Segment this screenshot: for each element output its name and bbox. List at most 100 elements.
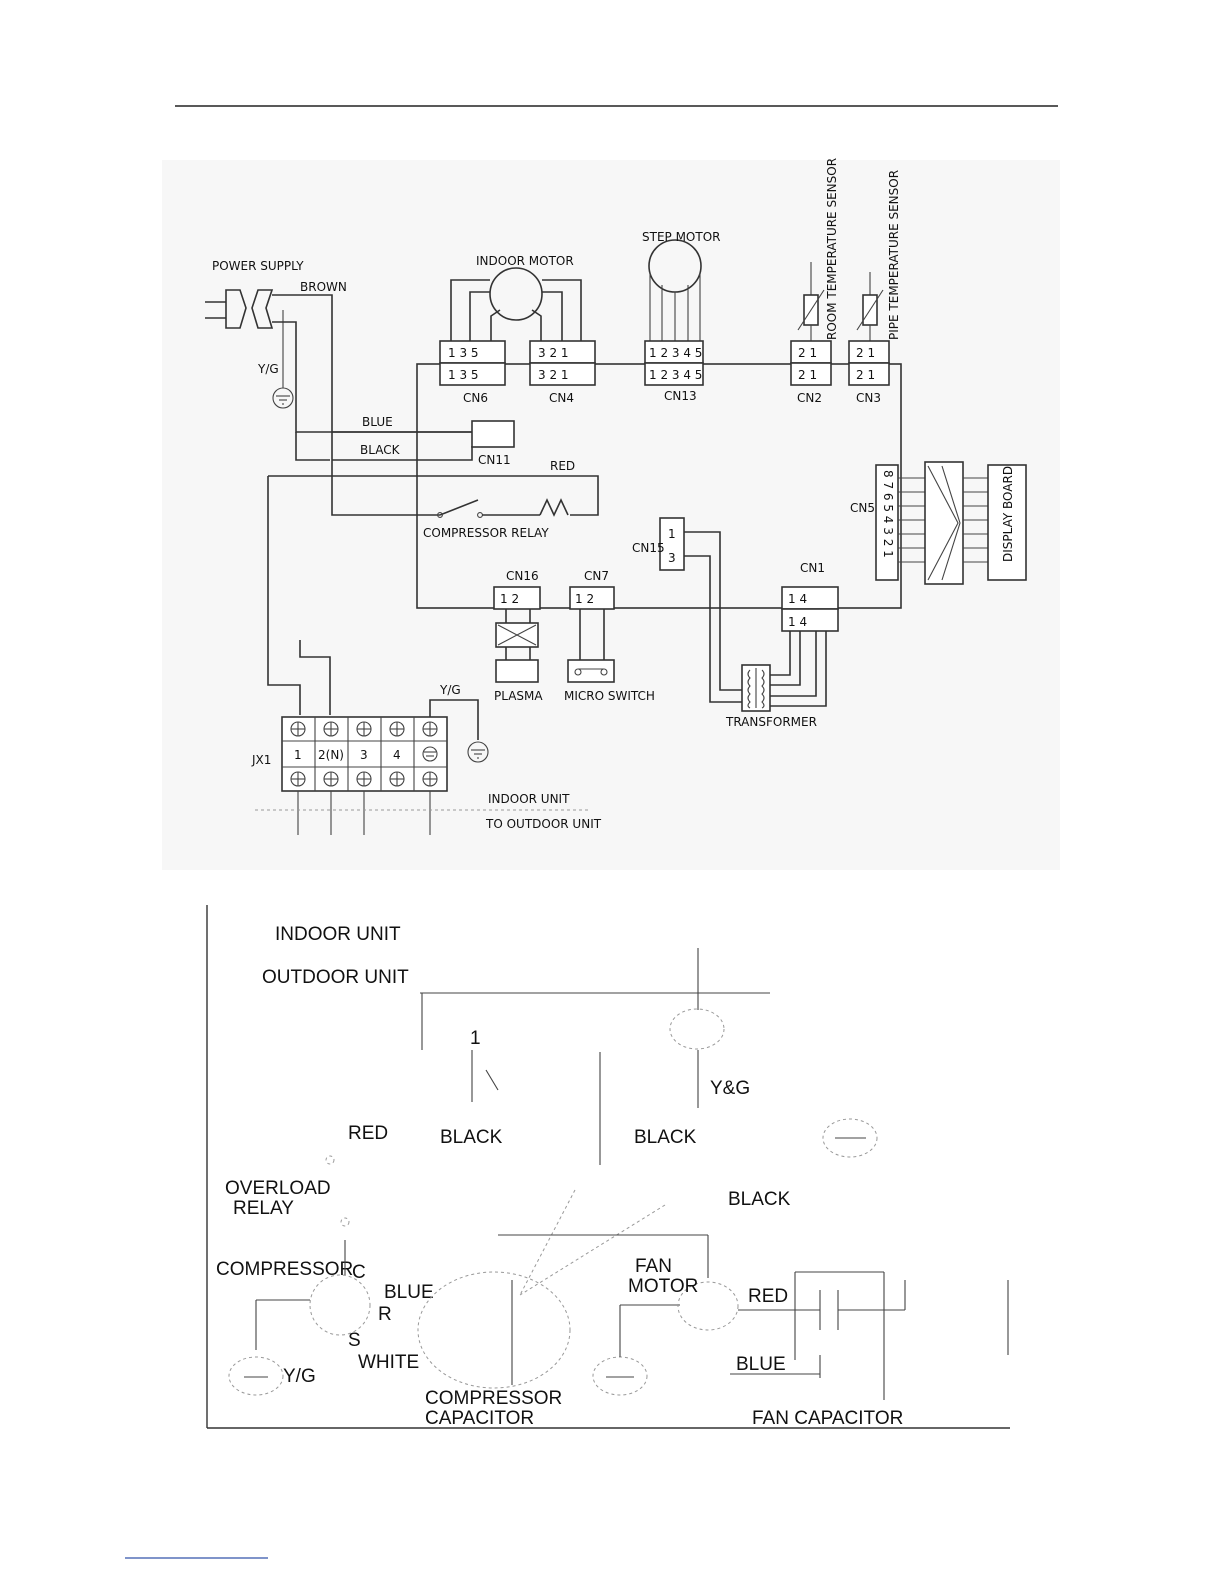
- cn4-label: CN4: [549, 391, 574, 405]
- cn2-pins-top: 2 1: [798, 346, 817, 360]
- indoor-motor-icon: [489, 267, 543, 321]
- cn4-pins-bottom: 3 2 1: [538, 368, 569, 382]
- cn7-pins: 1 2: [575, 592, 594, 606]
- brown-label: BROWN: [300, 280, 347, 294]
- yg-bottom-label: Y/G: [283, 1366, 316, 1387]
- cn7-connector: 1 2: [569, 586, 615, 610]
- cn2-pins-bottom: 2 1: [798, 368, 817, 382]
- cn15-pin-1: 1: [668, 527, 676, 541]
- cn2-connector: 2 1 2 1: [790, 340, 832, 386]
- power-supply-label: POWER SUPPLY: [212, 259, 304, 273]
- blue-fan-wire-label: BLUE: [736, 1354, 786, 1375]
- terminal-number-1: 1: [470, 1028, 481, 1049]
- micro-switch: [567, 659, 615, 683]
- compressor-c-terminal: C: [352, 1262, 366, 1283]
- cn1-connector: 1 4 1 4: [781, 586, 839, 632]
- compressor-r-terminal: R: [378, 1304, 392, 1325]
- white-wire-label: WHITE: [358, 1352, 419, 1373]
- cn3-connector: 2 1 2 1: [848, 340, 890, 386]
- blue-label: BLUE: [362, 415, 393, 429]
- compressor-s-terminal: S: [348, 1330, 361, 1351]
- jx1-terminal-block: 1 2(N) 3 4: [281, 716, 448, 792]
- black-label: BLACK: [360, 443, 401, 457]
- fan-motor-label-2: MOTOR: [628, 1276, 698, 1297]
- indoor-unit-label: INDOOR UNIT: [488, 792, 570, 806]
- cn6-pins-bottom: 1 3 5: [448, 368, 479, 382]
- red-fan-wire-label: RED: [748, 1286, 788, 1307]
- cn7-label: CN7: [584, 569, 609, 583]
- cn16-pins: 1 2: [500, 592, 519, 606]
- cn13-pins-bottom: 1 2 3 4 5: [649, 368, 702, 382]
- red-label: RED: [550, 459, 575, 473]
- cn6-label: CN6: [463, 391, 488, 405]
- terminal-2n: 2(N): [318, 748, 344, 762]
- indoor-motor-label: INDOOR MOTOR: [476, 254, 574, 268]
- cn2-label: CN2: [797, 391, 822, 405]
- cn3-pins-bottom: 2 1: [856, 368, 875, 382]
- cn16-label: CN16: [506, 569, 539, 583]
- cn6-connector: 1 3 5 1 3 5: [439, 340, 506, 386]
- step-motor-label: STEP MOTOR: [642, 230, 721, 244]
- plasma-label: PLASMA: [494, 689, 543, 703]
- power-plug: [205, 289, 274, 329]
- yg-top-label: Y&G: [710, 1078, 750, 1099]
- fan-motor-icon: [677, 1281, 739, 1331]
- cn13-pins-top: 1 2 3 4 5: [649, 346, 702, 360]
- display-board-label: DISPLAY BOARD: [1001, 466, 1015, 562]
- fan-motor-label-1: FAN: [635, 1256, 672, 1277]
- compressor-capacitor-label-2: CAPACITOR: [425, 1408, 534, 1429]
- cn6-pins-top: 1 3 5: [448, 346, 479, 360]
- cn15-label: CN15: [632, 541, 665, 555]
- compressor-relay-label: COMPRESSOR RELAY: [423, 526, 549, 540]
- cn1-label: CN1: [800, 561, 825, 575]
- blue-wire-label: BLUE: [384, 1282, 434, 1303]
- compressor-label: COMPRESSOR: [216, 1259, 353, 1280]
- cn5-pins: 8 7 6 5 4 3 2 1: [881, 470, 895, 558]
- outdoor-wiring-diagram: INDOOR UNIT OUTDOOR UNIT 1 Y&G RED BLACK…: [206, 905, 1010, 1429]
- cn1-pins-bottom: 1 4: [788, 615, 807, 629]
- transformer-label: TRANSFORMER: [725, 715, 817, 729]
- cn15-connector: [659, 517, 685, 571]
- cn1-pins-top: 1 4: [788, 592, 807, 606]
- black-wire-label-1: BLACK: [440, 1127, 503, 1148]
- cn4-connector: 3 2 1 3 2 1: [529, 340, 596, 386]
- red-wire-label: RED: [348, 1123, 388, 1144]
- cn11-label: CN11: [478, 453, 511, 467]
- indoor-unit-heading: INDOOR UNIT: [275, 924, 401, 945]
- compressor-capacitor-icon: [417, 1271, 571, 1389]
- cn15-pin-3: 3: [668, 551, 676, 565]
- room-sensor-label: ROOM TEMPERATURE SENSOR: [825, 158, 839, 340]
- pipe-sensor-label: PIPE TEMPERATURE SENSOR: [887, 170, 901, 340]
- cn3-pins-top: 2 1: [856, 346, 875, 360]
- jx1-label: JX1: [251, 753, 271, 767]
- cn11-connector: [471, 420, 515, 448]
- room-temperature-sensor: [797, 262, 825, 341]
- terminal-3: 3: [360, 748, 368, 762]
- indoor-wiring-diagram: POWER SUPPLY BROWN Y/G BLUE BLACK CN11: [162, 158, 1060, 870]
- compressor-capacitor-label-1: COMPRESSOR: [425, 1388, 562, 1409]
- black-wire-label-3: BLACK: [728, 1189, 791, 1210]
- cn5-label: CN5: [850, 501, 875, 515]
- micro-switch-label: MICRO SWITCH: [564, 689, 655, 703]
- cn4-pins-top: 3 2 1: [538, 346, 569, 360]
- terminal-4: 4: [393, 748, 401, 762]
- ground-icon-terminal: [467, 741, 489, 763]
- cn5-connector: 8 7 6 5 4 3 2 1: [875, 461, 988, 585]
- ground-icon: [272, 310, 294, 409]
- fan-capacitor-label: FAN CAPACITOR: [752, 1408, 903, 1429]
- cn13-connector: 1 2 3 4 5 1 2 3 4 5: [644, 340, 704, 386]
- to-outdoor-unit-label: TO OUTDOOR UNIT: [485, 817, 602, 831]
- display-board: [987, 464, 1027, 581]
- yg-label: Y/G: [257, 362, 279, 376]
- transformer: [741, 664, 771, 712]
- overload-relay-label-1: OVERLOAD: [225, 1178, 331, 1199]
- cn13-label: CN13: [664, 389, 697, 403]
- overload-relay-label-2: RELAY: [233, 1198, 294, 1219]
- cn3-label: CN3: [856, 391, 881, 405]
- black-wire-label-2: BLACK: [634, 1127, 697, 1148]
- compressor-icon: [309, 1274, 371, 1336]
- plasma-module: [495, 659, 539, 683]
- terminal-1: 1: [294, 748, 302, 762]
- pipe-temperature-sensor: [856, 272, 884, 341]
